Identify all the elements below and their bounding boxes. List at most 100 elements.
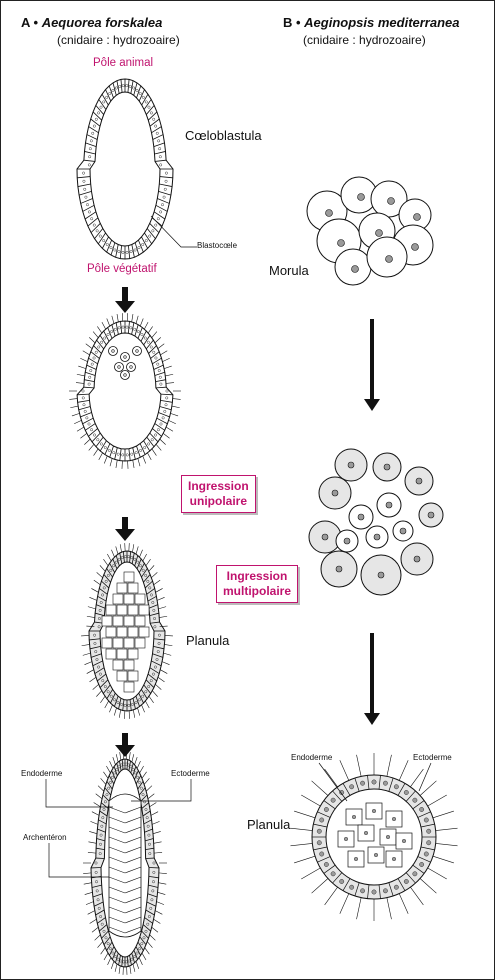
- multipolar-embryo-drawing: [308, 448, 444, 596]
- cilium: [139, 765, 144, 774]
- nucleus: [123, 355, 127, 359]
- nucleus: [96, 438, 100, 442]
- endoderm-layer: [108, 793, 142, 938]
- cilium: [115, 546, 119, 555]
- endoderm-cell: [127, 626, 139, 638]
- endoderm-cell: [123, 593, 135, 605]
- nucleus: [151, 889, 155, 893]
- nucleus: [165, 389, 169, 393]
- nucleus: [128, 84, 132, 88]
- cell-wall: [150, 351, 160, 359]
- nucleus: [82, 179, 86, 183]
- cell-wall: [103, 936, 111, 945]
- cilium: [301, 794, 321, 807]
- cilium: [135, 315, 139, 324]
- nucleus: [323, 807, 329, 812]
- nucleus: [133, 955, 136, 959]
- cell-wall: [95, 909, 105, 916]
- cell-wall: [160, 399, 173, 403]
- cilium: [311, 780, 329, 796]
- cilium: [152, 690, 158, 697]
- cell-wall: [142, 924, 151, 932]
- cilium: [386, 754, 392, 777]
- nucleus: [101, 679, 105, 683]
- cell-wall: [136, 85, 142, 98]
- nucleus: [109, 780, 112, 784]
- cilium: [135, 546, 139, 555]
- cell-wall: [94, 667, 105, 674]
- nucleus: [148, 586, 152, 590]
- cell-wall: [77, 399, 90, 403]
- cell-wall: [98, 819, 107, 825]
- cilium: [144, 321, 149, 330]
- cell-wall: [143, 440, 151, 452]
- cell-wall: [106, 941, 113, 951]
- cell-wall: [91, 884, 102, 888]
- nucleus: [412, 871, 418, 877]
- cilium: [170, 413, 179, 417]
- nucleus: [88, 155, 92, 159]
- cell-wall: [154, 423, 165, 431]
- cilium: [99, 565, 106, 572]
- nucleus: [143, 336, 147, 340]
- cell-wall: [153, 142, 165, 148]
- nucleus: [129, 326, 133, 330]
- nucleus: [95, 880, 98, 884]
- cilium: [162, 357, 170, 362]
- cilium: [88, 444, 95, 451]
- cilium: [83, 882, 92, 885]
- nucleus: [82, 171, 85, 175]
- nucleus: [164, 179, 168, 183]
- nucleus: [147, 442, 151, 446]
- nucleus: [108, 92, 112, 95]
- endoderm-cell: [101, 637, 113, 649]
- nucleus: [144, 808, 148, 811]
- nucleus: [413, 213, 421, 221]
- cell-wall: [313, 823, 328, 828]
- nucleus: [87, 210, 91, 214]
- nucleus: [147, 105, 151, 109]
- nucleus: [347, 461, 355, 469]
- cell-wall: [136, 445, 141, 458]
- cell-wall: [139, 936, 147, 945]
- cell-wall: [112, 82, 117, 96]
- cilium: [74, 420, 82, 425]
- nucleus: [349, 784, 355, 790]
- nucleus: [140, 942, 144, 946]
- nucleus: [156, 428, 160, 432]
- nucleus: [419, 862, 425, 867]
- cilium: [100, 778, 107, 785]
- cell-wall: [159, 183, 173, 187]
- endoderm-cell: [105, 626, 117, 638]
- cilium: [157, 343, 165, 349]
- nucleus: [152, 870, 156, 874]
- cilium: [419, 780, 437, 796]
- cell-wall: [82, 417, 94, 425]
- nucleus: [99, 442, 103, 446]
- nucleus: [97, 665, 101, 669]
- cilium: [160, 350, 168, 356]
- nucleus: [142, 936, 146, 940]
- cell-wall: [138, 787, 146, 796]
- nucleus: [123, 373, 127, 377]
- cilium: [143, 778, 150, 785]
- nucleus: [133, 557, 137, 561]
- cilium: [145, 559, 151, 566]
- cell-wall: [397, 878, 406, 891]
- cilium: [152, 831, 161, 834]
- cell-wall: [133, 950, 139, 960]
- cilium: [93, 802, 101, 808]
- arrow-b2: [370, 633, 374, 715]
- endoderm-cell-wall: [108, 846, 126, 854]
- nucleus: [137, 698, 141, 702]
- cell-wall: [128, 760, 131, 771]
- endoderm-cell: [112, 637, 124, 649]
- nucleus: [109, 694, 113, 698]
- cell-wall: [135, 695, 140, 707]
- cilium: [132, 963, 136, 972]
- ingressing-cell: [108, 346, 118, 356]
- cilium: [165, 426, 174, 432]
- cilium: [98, 452, 103, 461]
- cell-wall: [412, 800, 425, 810]
- cell-wall: [145, 339, 154, 350]
